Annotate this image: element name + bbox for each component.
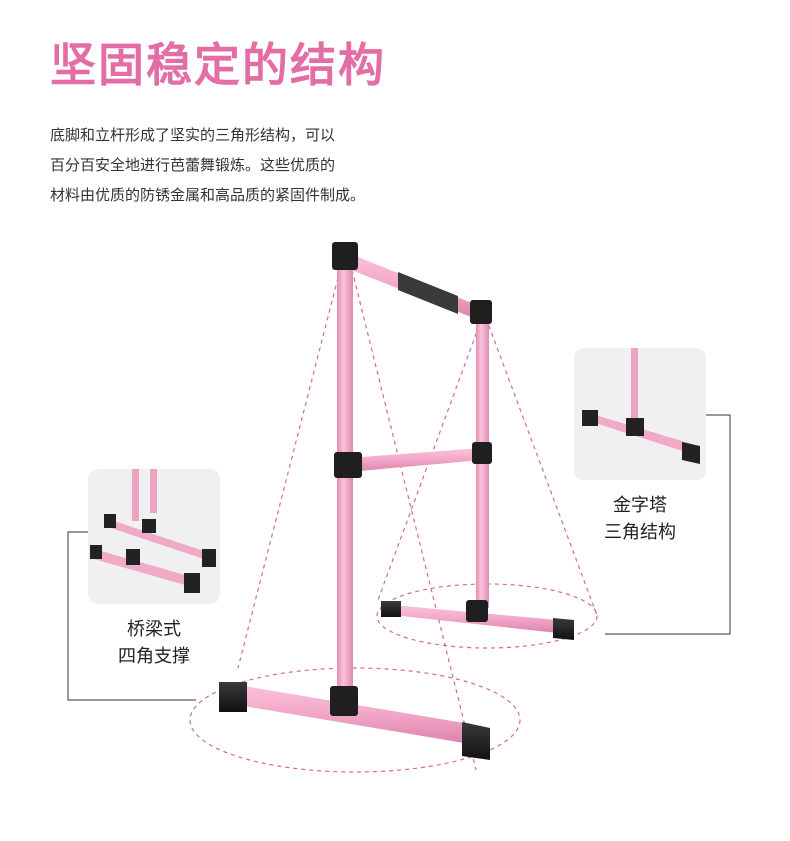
description-line-1: 底脚和立杆形成了坚实的三角形结构，可以 bbox=[50, 126, 336, 144]
callout-connector-left bbox=[67, 531, 196, 701]
front-upright bbox=[337, 262, 353, 702]
inset-t-base bbox=[574, 348, 706, 480]
callout-connector-right bbox=[605, 414, 731, 635]
callout-left-line-2: 四角支撑 bbox=[118, 646, 190, 667]
callout-right-line-2: 三角结构 bbox=[604, 522, 676, 543]
callout-right-line-1: 金字塔 bbox=[613, 495, 667, 516]
callout-left-line-1: 桥梁式 bbox=[127, 619, 181, 640]
inset-quad-base bbox=[88, 469, 220, 604]
description-line-3: 材料由优质的防锈金属和高品质的紧固件制成。 bbox=[50, 186, 366, 204]
base-highlight-front bbox=[189, 667, 521, 773]
upper-barre-grip bbox=[398, 272, 458, 314]
callout-quad-support: 桥梁式 四角支撑 bbox=[100, 616, 208, 670]
base-highlight-back bbox=[376, 583, 598, 649]
description: 底脚和立杆形成了坚实的三角形结构，可以 百分百安全地进行芭蕾舞锻炼。这些优质的 … bbox=[50, 120, 470, 210]
page-title: 坚固稳定的结构 bbox=[50, 38, 386, 92]
fittings bbox=[330, 242, 492, 716]
triangle-guides bbox=[237, 269, 599, 771]
description-line-2: 百分百安全地进行芭蕾舞锻炼。这些优质的 bbox=[50, 156, 336, 174]
callout-pyramid-triangle: 金字塔 三角结构 bbox=[586, 492, 694, 546]
lower-barre bbox=[348, 448, 482, 472]
